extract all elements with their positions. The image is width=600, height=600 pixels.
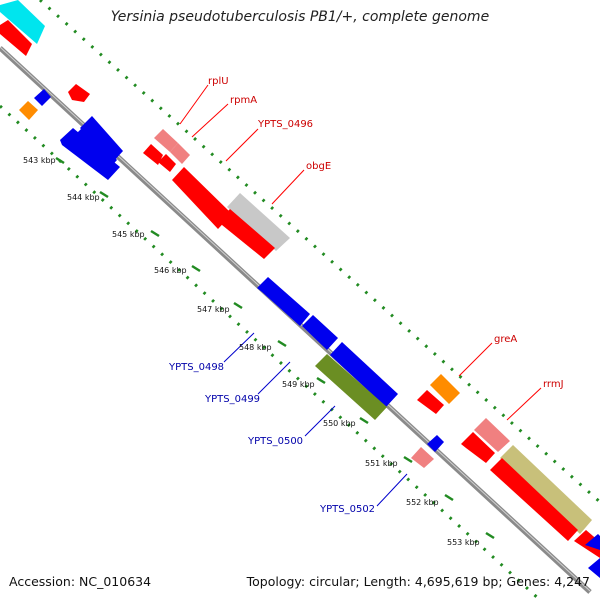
kbp-tick-label: 544 kbp <box>67 193 100 202</box>
gene-pseudo-gray <box>227 193 290 251</box>
gene-label: YPTS_0498 <box>168 362 224 373</box>
gene-label: rplU <box>208 76 229 87</box>
outer-dotted-track <box>38 0 600 504</box>
gene-label: YPTS_0499 <box>204 394 260 405</box>
gene-reverse <box>302 315 338 350</box>
gene-forward <box>417 390 444 414</box>
kbp-tick-label: 553 kbp <box>447 538 480 547</box>
gene-rrna <box>430 374 460 404</box>
tick-mark <box>150 229 160 238</box>
genome-title: Yersinia pseudotuberculosis PB1/+, compl… <box>110 9 490 25</box>
gene-label: YPTS_0502 <box>319 504 375 515</box>
gene-forward <box>172 167 232 229</box>
kbp-tick-label: 550 kbp <box>323 419 356 428</box>
leader-line <box>191 103 229 138</box>
tick-mark <box>233 301 243 310</box>
tick-mark <box>444 493 454 502</box>
tick-mark <box>191 264 201 273</box>
tick-marks <box>55 156 495 540</box>
gene-forward <box>158 154 176 172</box>
leader-line <box>271 169 305 205</box>
kbp-tick-label: 547 kbp <box>197 305 230 314</box>
kbp-tick-label: 545 kbp <box>112 230 145 239</box>
genome-stats-label: Topology: circular; Length: 4,695,619 bp… <box>246 574 590 589</box>
gene-trna <box>411 447 434 468</box>
gene-forward <box>490 458 578 541</box>
gene-forward <box>68 84 90 102</box>
leader-line <box>376 473 408 507</box>
gene-forward <box>218 209 275 259</box>
gene-trna <box>474 418 510 452</box>
kbp-tick-label: 546 kbp <box>154 266 187 275</box>
leader-line <box>458 342 493 377</box>
leader-line <box>506 387 542 421</box>
kbp-tick-label: 552 kbp <box>406 498 439 507</box>
gene-reverse <box>80 116 123 163</box>
tick-mark <box>99 190 109 199</box>
gene-label: rpmA <box>230 95 257 106</box>
gene-reverse <box>585 534 600 550</box>
tick-mark <box>359 416 369 425</box>
kbp-tick-label: 548 kbp <box>239 343 272 352</box>
tick-mark <box>485 531 495 540</box>
kbp-tick-label: 549 kbp <box>282 380 315 389</box>
gene-leader-lines <box>179 84 542 421</box>
gene-forward <box>0 20 32 56</box>
gene-reverse <box>427 435 444 452</box>
gene-forward <box>143 144 163 165</box>
tick-mark <box>277 339 287 348</box>
tick-mark <box>55 156 65 165</box>
gene-khaki <box>500 445 592 534</box>
gene-reverse <box>588 558 600 578</box>
kbp-tick-label: 543 kbp <box>23 156 56 165</box>
gene-reverse <box>330 342 398 407</box>
gene-reverse <box>257 277 310 326</box>
accession-label: Accession: NC_010634 <box>9 574 152 589</box>
gene-label: YPTS_0496 <box>257 119 313 130</box>
leader-line <box>225 128 259 162</box>
leader-line <box>304 405 336 437</box>
gene-forward <box>461 432 495 463</box>
kbp-tick-label: 551 kbp <box>365 459 398 468</box>
leader-line <box>257 361 291 395</box>
inner-dotted-track <box>0 104 542 600</box>
gene-leader-lines-blue <box>223 332 408 507</box>
tick-mark <box>403 455 413 464</box>
gene-label: YPTS_0500 <box>247 436 303 447</box>
gene-label: rrmJ <box>543 379 564 390</box>
gene-trna <box>170 143 190 164</box>
gene-rrna <box>19 101 38 120</box>
tick-mark <box>316 376 326 385</box>
gene-reverse <box>34 89 51 106</box>
gene-cyan <box>0 0 45 44</box>
gene-label: obgE <box>306 161 331 172</box>
gene-label: greA <box>494 334 517 345</box>
leader-line <box>223 332 255 363</box>
leader-line <box>179 84 209 125</box>
gene-olive <box>315 354 387 420</box>
gene-trna <box>154 129 178 152</box>
gene-reverse <box>74 124 117 172</box>
